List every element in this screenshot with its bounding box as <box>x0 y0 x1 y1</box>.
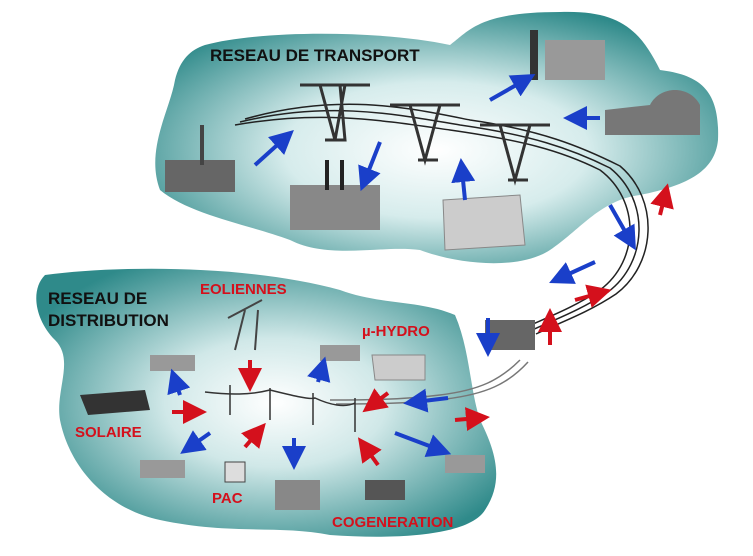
industrial-load-icon <box>545 40 605 80</box>
label-micro-hydro: µ-HYDRO <box>362 323 430 340</box>
solar-panel-icon <box>80 390 150 415</box>
blue-flow-arrow <box>307 356 331 383</box>
power-plant-icons <box>80 30 700 510</box>
nuclear-plant-icon <box>605 90 700 135</box>
red-flow-arrow <box>454 407 490 431</box>
house-icon <box>445 455 485 473</box>
blue-flow-arrow <box>253 129 294 167</box>
blue-flow-arrow <box>451 158 476 201</box>
pylon-icon <box>480 123 550 186</box>
power-flow-arrows <box>167 74 674 470</box>
red-flow-arrow <box>574 284 612 308</box>
micro-hydro-icon <box>371 354 426 381</box>
cogeneration-plant-icon <box>365 480 405 500</box>
wind-turbine-icon <box>227 299 263 351</box>
blue-flow-arrow <box>403 388 449 413</box>
label-solar: SOLAIRE <box>75 424 142 441</box>
red-flow-arrow <box>241 422 266 449</box>
red-flow-arrow <box>650 183 674 216</box>
house-icon <box>140 460 185 478</box>
pylon-icon <box>300 83 370 142</box>
pylon-icon <box>390 103 460 166</box>
blue-flow-arrow <box>394 431 452 457</box>
blue-flow-arrow <box>358 141 382 192</box>
distribution-title-line1: RESEAU DE <box>48 289 147 308</box>
house-icon <box>150 355 195 371</box>
thermal-plant-icon <box>165 160 235 192</box>
fuel-cell-icon <box>224 461 246 483</box>
building-icon <box>320 345 360 361</box>
red-flow-arrow <box>357 437 382 467</box>
distribution-title-line2: DISTRIBUTION <box>48 311 169 330</box>
blue-flow-arrow <box>608 204 636 251</box>
label-fuel-cell: PAC <box>212 490 243 507</box>
red-flow-arrow <box>362 388 390 413</box>
substation-transformer-icon <box>485 320 535 350</box>
distribution-line <box>204 385 356 432</box>
pylon-icons <box>300 83 550 186</box>
blue-flow-arrow <box>549 260 596 284</box>
hydro-dam-icon <box>442 194 526 251</box>
blue-flow-arrow <box>180 430 212 454</box>
factory-icon <box>275 480 320 510</box>
label-wind: EOLIENNES <box>200 281 287 298</box>
blue-flow-arrow <box>167 368 191 396</box>
label-cogeneration: COGENERATION <box>332 514 453 531</box>
blue-flow-arrow <box>489 74 536 102</box>
transport-title: RESEAU DE TRANSPORT <box>210 46 420 65</box>
industrial-plant-icon <box>290 185 380 230</box>
